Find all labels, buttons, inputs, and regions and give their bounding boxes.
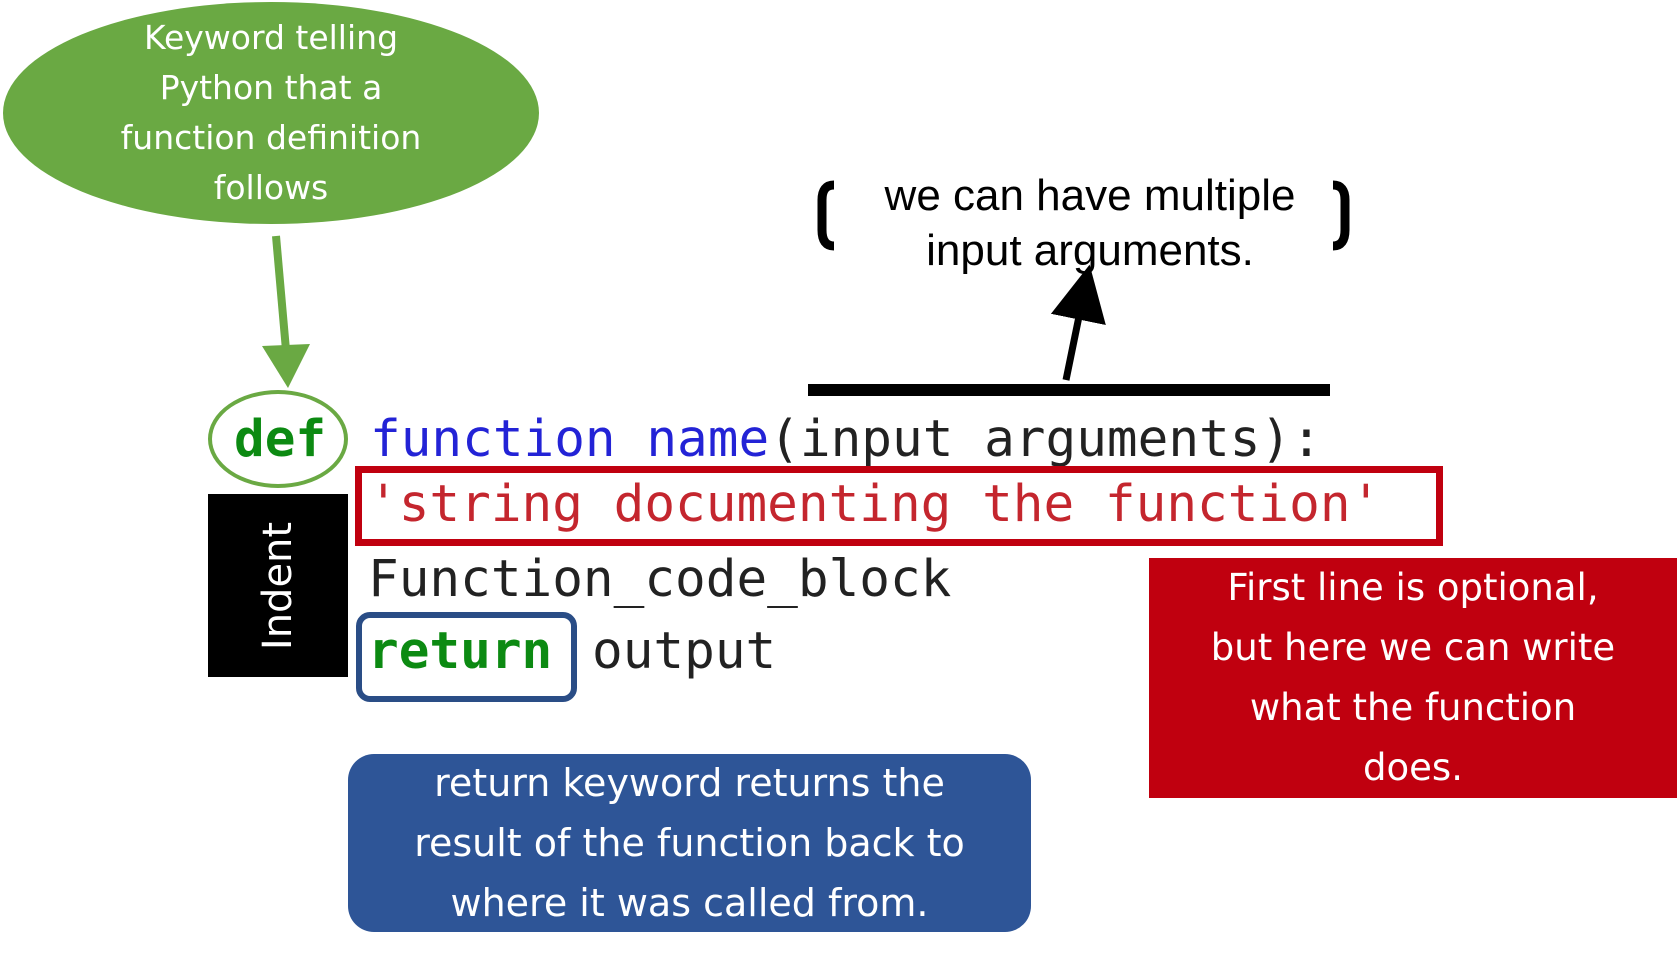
docstring-note-line: but here we can write (1210, 626, 1616, 669)
docstring-note-line: what the function (1249, 686, 1577, 729)
return-note-line: result of the function back to (414, 821, 965, 865)
keyword-arrowhead (262, 344, 310, 388)
docstring-note-line: does. (1363, 746, 1463, 789)
right-brace (1332, 180, 1350, 251)
docstring-note: First line is optional, but here we can … (1149, 558, 1677, 798)
keyword-callout-line: follows (213, 168, 329, 207)
arguments-note: we can have multiple input arguments. (820, 168, 1360, 278)
return-note: return keyword returns the result of the… (348, 754, 1031, 932)
return-highlight (356, 612, 577, 702)
return-value: output (592, 622, 777, 681)
code-block-line: Function_code_block (368, 550, 952, 609)
keyword-callout-line: Keyword telling (143, 18, 399, 57)
return-note-line: where it was called from. (450, 881, 929, 925)
docstring-highlight (355, 466, 1443, 546)
return-note-line: return keyword returns the (434, 761, 945, 805)
signature-args: (input arguments): (769, 410, 1322, 469)
function-name: function name (370, 410, 770, 469)
keyword-callout-line: Python that a (159, 68, 383, 107)
keyword-arrow (272, 235, 290, 351)
keyword-callout-line: function definition (120, 118, 422, 157)
arguments-note-line: we can have multiple (884, 171, 1296, 220)
code-line-signature: function name(input arguments): (370, 410, 1322, 470)
indent-label: Indent (208, 494, 348, 677)
indent-text: Indent (255, 521, 301, 650)
def-highlight (208, 390, 348, 488)
arguments-arrow (1050, 264, 1106, 381)
return-keyword: return (368, 622, 553, 681)
keyword-callout: Keyword telling Python that a function d… (3, 2, 539, 224)
docstring-note-line: First line is optional, (1227, 566, 1599, 609)
def-keyword: def (234, 410, 327, 469)
docstring-line: 'string documenting the function' (368, 475, 1382, 534)
left-brace (817, 180, 835, 251)
